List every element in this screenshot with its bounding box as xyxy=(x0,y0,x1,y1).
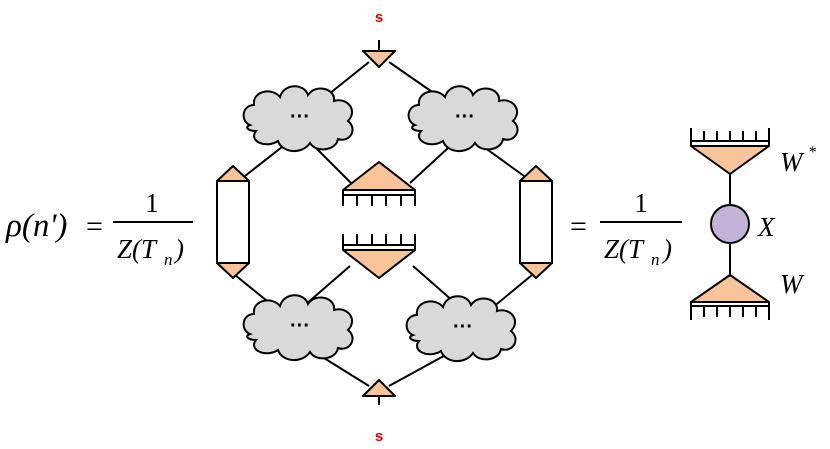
x-node xyxy=(710,204,750,244)
w-star-tensor xyxy=(690,128,770,175)
lhs-equation: ρ(n') = 1 Z(T n ) xyxy=(5,188,193,269)
cloud-top-left: ··· xyxy=(242,85,354,153)
left-contraction-box xyxy=(216,165,250,279)
svg-text:···: ··· xyxy=(290,315,310,337)
fraction-denominator-right: Z(T n ) xyxy=(604,234,672,269)
w-tensor xyxy=(690,274,770,320)
svg-text:Z(T: Z(T xyxy=(604,234,645,264)
svg-text:···: ··· xyxy=(290,106,310,128)
equals-sign-left: = xyxy=(86,210,103,243)
w-label: W xyxy=(780,269,805,299)
svg-text:n: n xyxy=(651,250,660,269)
svg-text:···: ··· xyxy=(453,316,473,338)
svg-text:···: ··· xyxy=(455,106,475,128)
cloud-bottom-left: ··· xyxy=(242,294,354,362)
center-lower-tensor xyxy=(342,234,416,279)
right-contraction-box xyxy=(519,165,553,279)
center-upper-tensor xyxy=(342,161,416,206)
rhs-equation: = 1 Z(T n ) xyxy=(570,188,682,269)
svg-text:): ) xyxy=(661,234,672,264)
x-label: X xyxy=(757,212,776,242)
top-triangle-tensor xyxy=(362,50,396,68)
cloud-top-right: ··· xyxy=(407,85,519,153)
w-star-label: W * xyxy=(780,144,816,177)
svg-text:W: W xyxy=(780,147,805,177)
top-site-label: s xyxy=(375,9,383,26)
bottom-site-label: s xyxy=(375,428,383,445)
svg-text:Z(T: Z(T xyxy=(117,234,158,264)
fraction-denominator-left: Z(T n ) xyxy=(117,234,184,269)
equals-sign-right: = xyxy=(570,210,587,243)
fraction-numerator-right: 1 xyxy=(634,188,648,218)
svg-text:*: * xyxy=(808,144,816,161)
bottom-triangle-tensor xyxy=(362,379,396,397)
svg-text:): ) xyxy=(173,234,184,264)
cloud-bottom-right: ··· xyxy=(405,295,517,363)
svg-text:n: n xyxy=(164,250,173,269)
rho-label: ρ(n') xyxy=(5,208,67,244)
fraction-numerator-left: 1 xyxy=(145,188,159,218)
